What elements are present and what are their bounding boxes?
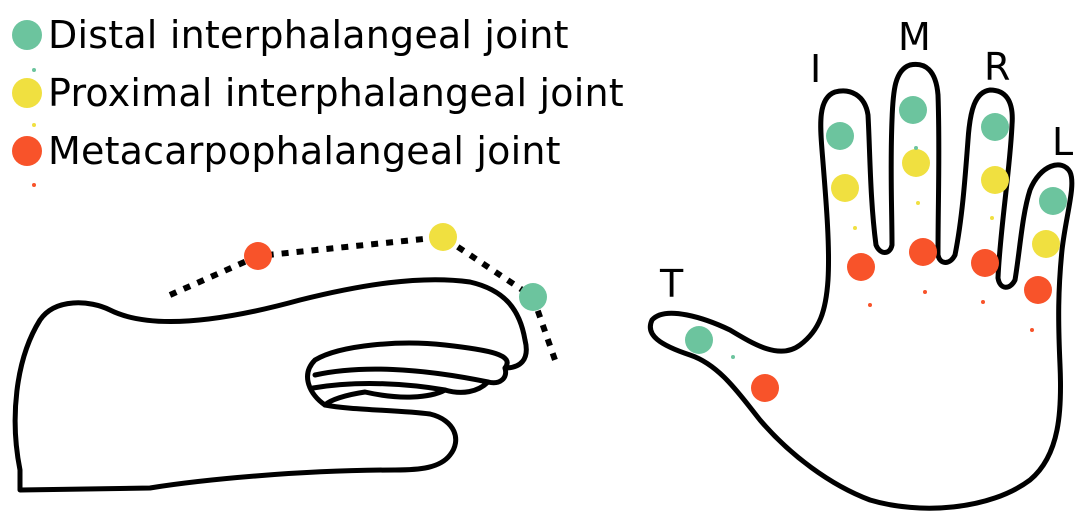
legend-label-distal: Distal interphalangeal joint [48, 16, 569, 54]
finger-label-little: L [1052, 120, 1073, 164]
finger-label-index: I [810, 47, 821, 91]
joint-dot-proximal [902, 149, 930, 177]
legend-dot-distal-icon [12, 20, 42, 50]
joint-dot-metacarpo [971, 249, 999, 277]
legend-dot-metacarpo-icon [12, 136, 42, 166]
joint-dot-proximal [429, 223, 457, 251]
side-view-hand [15, 280, 526, 490]
joint-dot-distal [981, 113, 1009, 141]
joint-dot-proximal [981, 166, 1009, 194]
joint-dot-distal [1039, 187, 1067, 215]
legend-dot-proximal-icon [12, 78, 42, 108]
side-hand-outline [15, 280, 526, 490]
side-finger-crease-3 [313, 384, 445, 390]
joint-dot-proximal [1032, 230, 1060, 258]
joint-dot-distal [519, 283, 547, 311]
joint-dot-proximal [831, 174, 859, 202]
joint-dot-distal [826, 122, 854, 150]
legend-label-proximal: Proximal interphalangeal joint [48, 74, 624, 112]
finger-label-middle: M [898, 15, 931, 59]
joint-dot-distal [685, 326, 713, 354]
joint-dot-metacarpo [751, 374, 779, 402]
side-finger-crease-2 [315, 369, 488, 382]
joint-dot-metacarpo [1024, 276, 1052, 304]
legend-label-metacarpo: Metacarpophalangeal joint [48, 132, 561, 170]
legend-item-distal: Distal interphalangeal joint [12, 6, 624, 64]
legend-item-proximal: Proximal interphalangeal joint [12, 64, 624, 122]
joint-dot-distal [899, 96, 927, 124]
joint-dot-metacarpo [909, 238, 937, 266]
legend-item-metacarpo: Metacarpophalangeal joint [12, 122, 624, 180]
finger-label-ring: R [984, 45, 1010, 89]
joint-dot-metacarpo [847, 253, 875, 281]
front-view-hand-outline [650, 64, 1072, 508]
legend: Distal interphalangeal joint Proximal in… [12, 6, 624, 180]
joint-dot-metacarpo [244, 242, 272, 270]
finger-label-thumb: T [659, 262, 684, 306]
side-joint-dotted-line [170, 237, 555, 360]
